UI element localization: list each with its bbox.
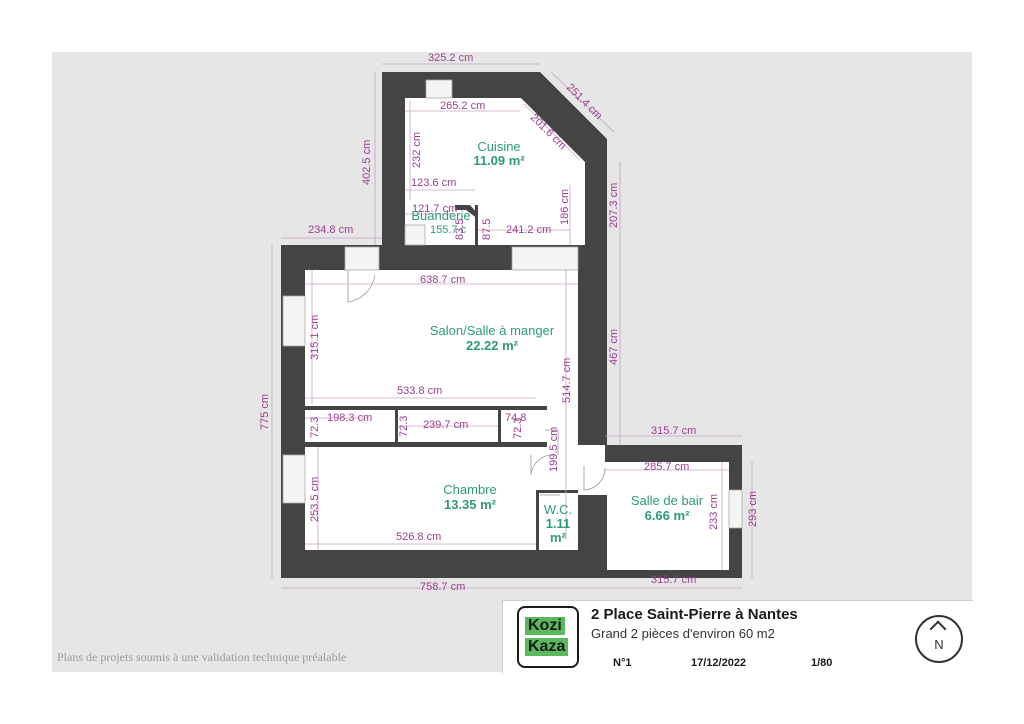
room-wc-area-unit: m² xyxy=(550,530,567,545)
wall-closet-2 xyxy=(395,410,398,445)
windows xyxy=(282,79,743,529)
wall-bath-top xyxy=(605,445,742,462)
dim-253: 253.5 cm xyxy=(309,477,321,522)
wall-living-bottom xyxy=(281,550,607,578)
dim-315-1: 315.1 cm xyxy=(309,315,321,360)
room-wc-name: W.C. xyxy=(544,502,572,517)
window-chambre-left xyxy=(282,454,306,504)
kozikaza-logo: Kozi Kaza xyxy=(517,606,579,668)
dim-87: 87.5 xyxy=(481,219,493,240)
room-cuisine-area: 11.09 m² xyxy=(473,153,525,168)
dim-241: 241.2 cm xyxy=(506,224,551,236)
plan-scale: 1/80 xyxy=(811,657,833,669)
dim-83: 83.5 xyxy=(454,219,466,240)
dim-514: 514.7 cm xyxy=(561,358,573,403)
wall-buanderie-diag xyxy=(455,205,478,219)
room-salon-name: Salon/Salle à manger xyxy=(430,323,555,338)
wall-wc-left xyxy=(536,490,539,550)
plan-date: 17/12/2022 xyxy=(691,657,747,669)
dim-526: 526.8 cm xyxy=(396,531,441,543)
window-salon-left xyxy=(282,295,306,347)
plan-number: N°1 xyxy=(613,657,632,669)
dim-72b: 72.3 xyxy=(398,416,410,437)
wall-buanderie xyxy=(475,205,478,245)
dim-315-top: 315.7 cm xyxy=(651,425,696,437)
room-salon-area: 22.22 m² xyxy=(466,338,519,353)
dim-72a: 72.3 xyxy=(309,417,321,438)
room-chambre-name: Chambre xyxy=(443,482,496,497)
dim-72c: 72.3 xyxy=(512,418,524,439)
dim-186: 186 cm xyxy=(559,189,571,225)
plan-subtitle: Grand 2 pièces d'environ 60 m2 xyxy=(591,626,775,641)
wall-right-main xyxy=(578,245,607,445)
dim-638: 638.7 cm xyxy=(420,274,465,286)
wall-corridor-bottom xyxy=(305,442,547,447)
dim-123: 123.6 cm xyxy=(411,177,456,189)
north-compass-icon: N xyxy=(915,615,963,663)
dim-325: 325.2 cm xyxy=(428,52,473,64)
dimension-lines xyxy=(271,63,753,589)
window-bath xyxy=(728,489,743,529)
room-sdb-name: Salle de bair xyxy=(631,493,704,508)
dim-207: 207.3 cm xyxy=(608,183,620,228)
wall-kitchen-right xyxy=(585,150,607,245)
compass-label: N xyxy=(934,637,944,652)
window-salon-top-2 xyxy=(511,246,579,271)
dim-402: 402.5 cm xyxy=(361,140,373,185)
dim-758: 758.7 cm xyxy=(420,581,465,593)
wall-corridor-top xyxy=(305,406,547,410)
window-kitchen xyxy=(425,79,453,99)
dim-285: 285.7 cm xyxy=(644,461,689,473)
room-wc-area: 1.11 xyxy=(546,516,571,531)
dim-265: 265.2 cm xyxy=(440,100,485,112)
room-chambre-area: 13.35 m² xyxy=(444,497,497,512)
dim-234: 234.8 cm xyxy=(308,224,353,236)
title-block: Kozi Kaza 2 Place Saint-Pierre à Nantes … xyxy=(502,600,973,673)
wall-wc-top xyxy=(536,490,578,493)
window-buanderie xyxy=(404,224,426,246)
dim-533: 533.8 cm xyxy=(397,385,442,397)
plan-title: 2 Place Saint-Pierre à Nantes xyxy=(591,606,798,623)
wall-kitchen-top xyxy=(382,72,540,98)
dim-233: 233 cm xyxy=(708,494,720,530)
dim-467: 467 cm xyxy=(608,329,620,365)
dim-775: 775 cm xyxy=(259,394,271,430)
window-salon-top-1 xyxy=(344,246,380,271)
dim-74: 74.8 xyxy=(505,412,526,424)
logo-text-1: Kozi xyxy=(525,617,565,635)
doors xyxy=(347,270,606,496)
room-buanderie-area: 155.7 c xyxy=(430,224,467,236)
disclaimer-text: Plans de projets soumis à une validation… xyxy=(57,650,347,664)
dim-232: 232 cm xyxy=(411,132,423,168)
room-buanderie-name: Buanderie xyxy=(411,208,470,223)
wall-living-left xyxy=(281,245,305,578)
dim-315-bottom: 315.7 cm xyxy=(651,574,696,586)
compass-arrow-icon xyxy=(929,620,947,638)
wall-right-lower xyxy=(578,495,607,578)
wall-bath-bottom xyxy=(605,570,742,578)
dim-121: 121.7 cm xyxy=(412,203,457,215)
wall-kitchen-diagonal xyxy=(521,72,607,162)
dim-239: 239.7 cm xyxy=(423,419,468,431)
room-sdb-area: 6.66 m² xyxy=(645,508,690,523)
room-cuisine-name: Cuisine xyxy=(477,139,520,154)
wall-closet-1 xyxy=(368,406,395,410)
logo-text-2: Kaza xyxy=(525,638,569,656)
wall-closet-3 xyxy=(498,410,501,445)
wall-kitchen-left xyxy=(382,98,405,245)
dim-198: 198.3 cm xyxy=(327,412,372,424)
room-labels: Cuisine 11.09 m² Buanderie 155.7 c Salon… xyxy=(411,139,703,545)
dim-293: 293 cm xyxy=(747,491,759,527)
dim-199: 199.5 cm xyxy=(548,427,560,472)
